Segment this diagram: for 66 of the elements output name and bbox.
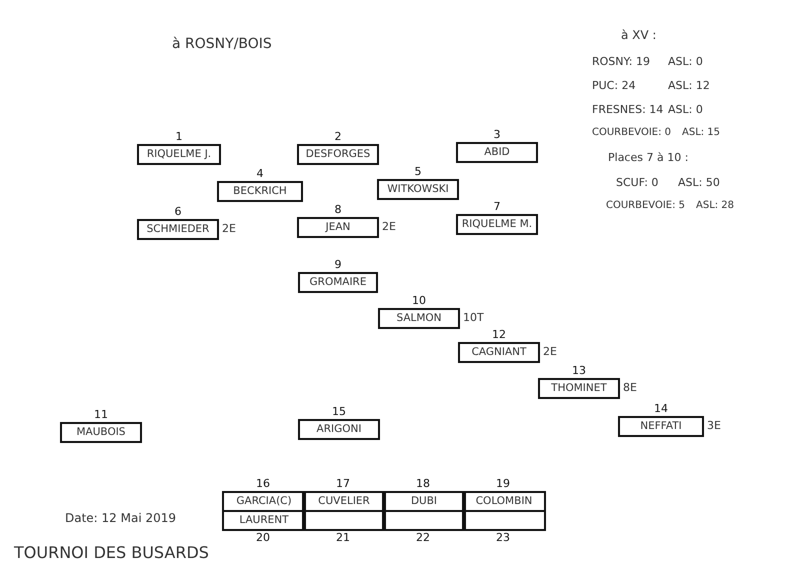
position-number: 13 (571, 364, 587, 377)
score-text: SCUF: 0 (616, 176, 658, 189)
name-box: THOMINET (538, 378, 620, 399)
name-box: RIQUELME M. (456, 214, 538, 235)
name-box: CAGNIANT (458, 342, 540, 363)
position-number: 20 (255, 531, 271, 544)
name-box: SALMON (378, 308, 460, 329)
position-number: 18 (415, 477, 431, 490)
name-box: RIQUELME J. (137, 144, 221, 165)
position-number: 14 (653, 402, 669, 415)
score-text: PUC: 24 (592, 79, 636, 92)
table-cell: GARCIA(C) (222, 491, 306, 512)
position-number: 9 (334, 258, 342, 271)
name-box: ABID (456, 142, 538, 163)
tournament-name: TOURNOI DES BUSARDS (14, 543, 209, 562)
date-text: Date: 12 Mai 2019 (65, 511, 176, 525)
score-text: COURBEVOIE: 5 (606, 200, 686, 211)
position-number: 7 (492, 200, 502, 213)
score-text: ASL: 12 (668, 79, 710, 92)
position-note: 2E (382, 220, 396, 233)
name-box: DESFORGES (297, 144, 379, 165)
table-cell: LAURENT (222, 510, 306, 531)
name-box: NEFFATI (618, 416, 704, 437)
score-text: ASL: 28 (696, 200, 734, 211)
position-number: 11 (93, 408, 109, 421)
name-box: MAUBOIS (60, 422, 142, 443)
name-box: ARIGONI (298, 419, 380, 440)
name-box: GROMAIRE (298, 272, 378, 293)
position-number: 1 (174, 130, 184, 143)
score-text: ASL: 15 (682, 127, 720, 138)
position-note: 10T (463, 311, 484, 324)
name-box: SCHMIEDER (137, 219, 219, 240)
score-text: ROSNY: 19 (592, 55, 650, 68)
position-number: 2 (334, 130, 342, 143)
table-cell: COLOMBIN (462, 491, 546, 512)
table-cell: CUVELIER (302, 491, 386, 512)
position-number: 5 (414, 165, 422, 178)
score-text: ASL: 0 (668, 103, 703, 116)
position-number: 8 (334, 203, 342, 216)
score-text: COURBEVOIE: 0 (592, 127, 672, 138)
score-text: FRESNES: 14 (592, 103, 664, 116)
table-cell: DUBI (382, 491, 466, 512)
position-number: 12 (491, 328, 507, 341)
position-number: 19 (495, 477, 511, 490)
name-box: JEAN (297, 217, 379, 238)
position-number: 17 (335, 477, 351, 490)
name-box: WITKOWSKI (377, 179, 459, 200)
position-number: 4 (256, 167, 264, 180)
position-number: 23 (495, 531, 511, 544)
heading-note: à XV : (621, 28, 656, 42)
position-number: 21 (335, 531, 351, 544)
position-note: 2E (543, 345, 557, 358)
position-number: 10 (411, 294, 427, 307)
position-note: 3E (707, 419, 721, 432)
score-text: ASL: 50 (678, 176, 720, 189)
heading-note: Places 7 à 10 : (608, 151, 688, 164)
venue-note: à ROSNY/BOIS (172, 36, 272, 52)
position-note: 2E (222, 222, 236, 235)
position-number: 3 (492, 128, 502, 141)
position-note: 8E (623, 381, 637, 394)
position-number: 15 (331, 405, 347, 418)
position-number: 6 (174, 205, 182, 218)
score-text: ASL: 0 (668, 55, 703, 68)
name-box: BECKRICH (217, 181, 303, 202)
position-number: 22 (415, 531, 431, 544)
position-number: 16 (255, 477, 271, 490)
